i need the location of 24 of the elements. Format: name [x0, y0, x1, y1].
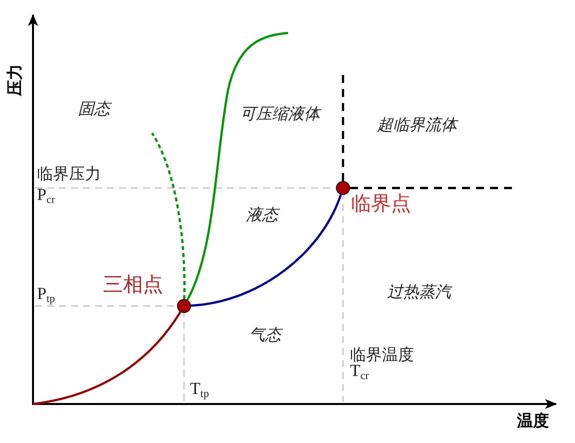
point-label: 三相点: [103, 273, 163, 295]
pressure-label: 临界压力: [37, 165, 101, 183]
temperature-label: 临界温度: [350, 346, 414, 364]
region-label: 固态: [78, 100, 110, 118]
axis-title: 温度: [517, 412, 549, 430]
supercritical-boundary: [342, 75, 344, 181]
region-label: 过热蒸汽: [387, 283, 451, 301]
anomalous-melting-curve: [151, 132, 186, 300]
critical-point-dot: [336, 181, 350, 195]
temperature-symbol: T$_{tp}$: [190, 380, 209, 400]
triple-point-dot: [177, 299, 191, 313]
melting-curve: [186, 32, 288, 300]
pressure-symbol: P$_{tp}$: [37, 285, 56, 306]
pressure-symbol: P$_{cr}$: [37, 186, 56, 206]
axis-title: 压力: [6, 64, 24, 96]
vaporization-curve: [190, 194, 342, 307]
sublimation-curve: [32, 311, 182, 406]
region-label: 液态: [246, 206, 278, 224]
region-label: 可压缩液体: [240, 105, 320, 123]
region-label: 超临界流体: [377, 116, 457, 134]
supercritical-boundary: [350, 186, 515, 190]
region-label: 气态: [249, 326, 281, 344]
point-label: 临界点: [351, 192, 411, 214]
temperature-symbol: T$_{cr}$: [350, 362, 369, 382]
